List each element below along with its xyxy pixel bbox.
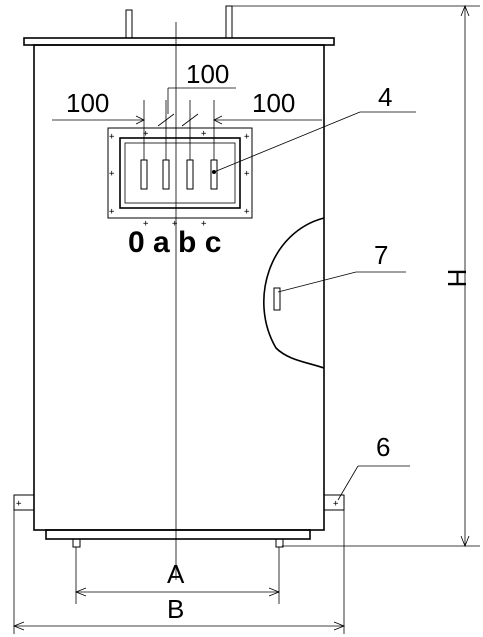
terminal-bar-c xyxy=(210,159,218,190)
terminal-bar-b xyxy=(186,159,194,190)
callout-side-window-leader xyxy=(277,271,406,293)
middle-spacing-label: 100 xyxy=(186,59,229,89)
svg-text:+: + xyxy=(172,219,178,229)
right-spacing-label: 100 xyxy=(252,88,295,118)
tank-base xyxy=(45,529,311,540)
terminal-bar-a xyxy=(162,159,170,190)
svg-text:+: + xyxy=(201,219,207,229)
top-terminal-left xyxy=(125,9,133,39)
side-window-fitting xyxy=(273,287,281,311)
height-dimension xyxy=(232,4,480,548)
svg-text:+: + xyxy=(143,219,149,229)
left-spacing-label: 100 xyxy=(66,88,109,118)
top-terminals xyxy=(125,5,233,39)
callout-mounting-bracket: 6 xyxy=(376,432,390,462)
terminal-box: + + + + + + + + + + + xyxy=(107,127,253,229)
callout-terminal-box: 4 xyxy=(378,82,392,112)
svg-text:+: + xyxy=(244,169,250,179)
foot-right xyxy=(275,538,284,548)
tank-lid xyxy=(23,37,335,46)
svg-text:+: + xyxy=(244,132,250,142)
foot-spacing-dimension xyxy=(74,547,281,604)
svg-text:+: + xyxy=(201,129,207,139)
overall-width-label: B xyxy=(167,594,184,624)
terminal-box-flange xyxy=(107,127,253,219)
spacing-dimension-line xyxy=(52,87,322,127)
top-terminal-right xyxy=(225,5,233,39)
foot-spacing-label: A xyxy=(167,559,185,589)
callout-terminal-box-leader xyxy=(212,111,416,174)
side-window xyxy=(263,217,325,369)
callout-mounting-bracket-leader xyxy=(337,465,410,501)
svg-text:+: + xyxy=(109,207,115,217)
terminal-bar-0 xyxy=(140,159,148,190)
mounting-brackets: + + xyxy=(13,494,345,511)
svg-text:+: + xyxy=(244,207,250,217)
svg-text:+: + xyxy=(333,499,339,509)
svg-text:+: + xyxy=(109,132,115,142)
foot-left xyxy=(72,538,81,548)
svg-text:+: + xyxy=(16,499,22,509)
bracket-right xyxy=(323,494,345,511)
feet xyxy=(72,538,284,548)
terminal-labels: 0 a b c xyxy=(128,226,221,259)
terminal-box-frame xyxy=(119,137,241,209)
svg-text:+: + xyxy=(143,129,149,139)
height-label: H xyxy=(442,269,472,288)
bracket-left xyxy=(13,494,35,511)
overall-width-dimension xyxy=(12,510,346,634)
terminal-extension-lines xyxy=(143,100,215,160)
svg-text:+: + xyxy=(109,169,115,179)
callout-side-window: 7 xyxy=(374,240,388,270)
